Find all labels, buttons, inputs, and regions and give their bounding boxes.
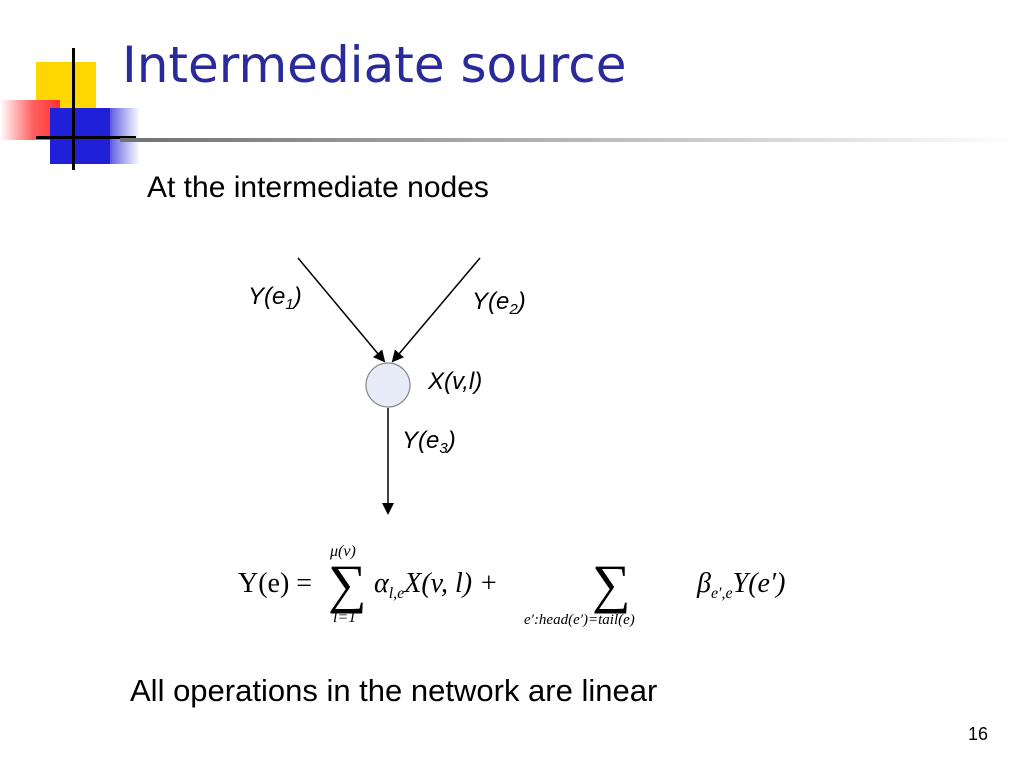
sum2-symbol: ∑ xyxy=(592,554,631,614)
sum1-symbol: ∑ xyxy=(328,554,367,614)
edge-e1-label: Y(e1) xyxy=(248,283,302,313)
node-label: X(v,l) xyxy=(427,368,482,395)
alpha-coefficient: αl,eX(v, l) + xyxy=(374,568,498,602)
formula-lhs: Y(e) = xyxy=(238,568,312,599)
sum1-upper-limit: μ(v) xyxy=(329,543,356,560)
slide-subtitle: At the intermediate nodes xyxy=(147,171,489,204)
edge-e2-label: Y(e2) xyxy=(472,288,526,318)
slide-title: Intermediate source xyxy=(122,36,627,94)
sum2-lower-limit: e′:head(e′)=tail(e) xyxy=(524,612,635,628)
decor-vertical-line xyxy=(72,48,75,170)
intermediate-node xyxy=(365,362,411,408)
sum1-lower-limit: l=1 xyxy=(333,609,356,626)
page-number: 16 xyxy=(968,724,989,744)
edge-e2-arrow xyxy=(391,257,481,363)
edge-e1-arrow xyxy=(297,257,386,363)
edge-e3-label: Y(e3) xyxy=(402,427,456,457)
beta-coefficient: βe′,eY(e′) xyxy=(696,568,785,602)
conclusion-text: All operations in the network are linear xyxy=(130,673,658,708)
title-underline xyxy=(120,138,1024,142)
decor-horizontal-line xyxy=(36,136,136,139)
